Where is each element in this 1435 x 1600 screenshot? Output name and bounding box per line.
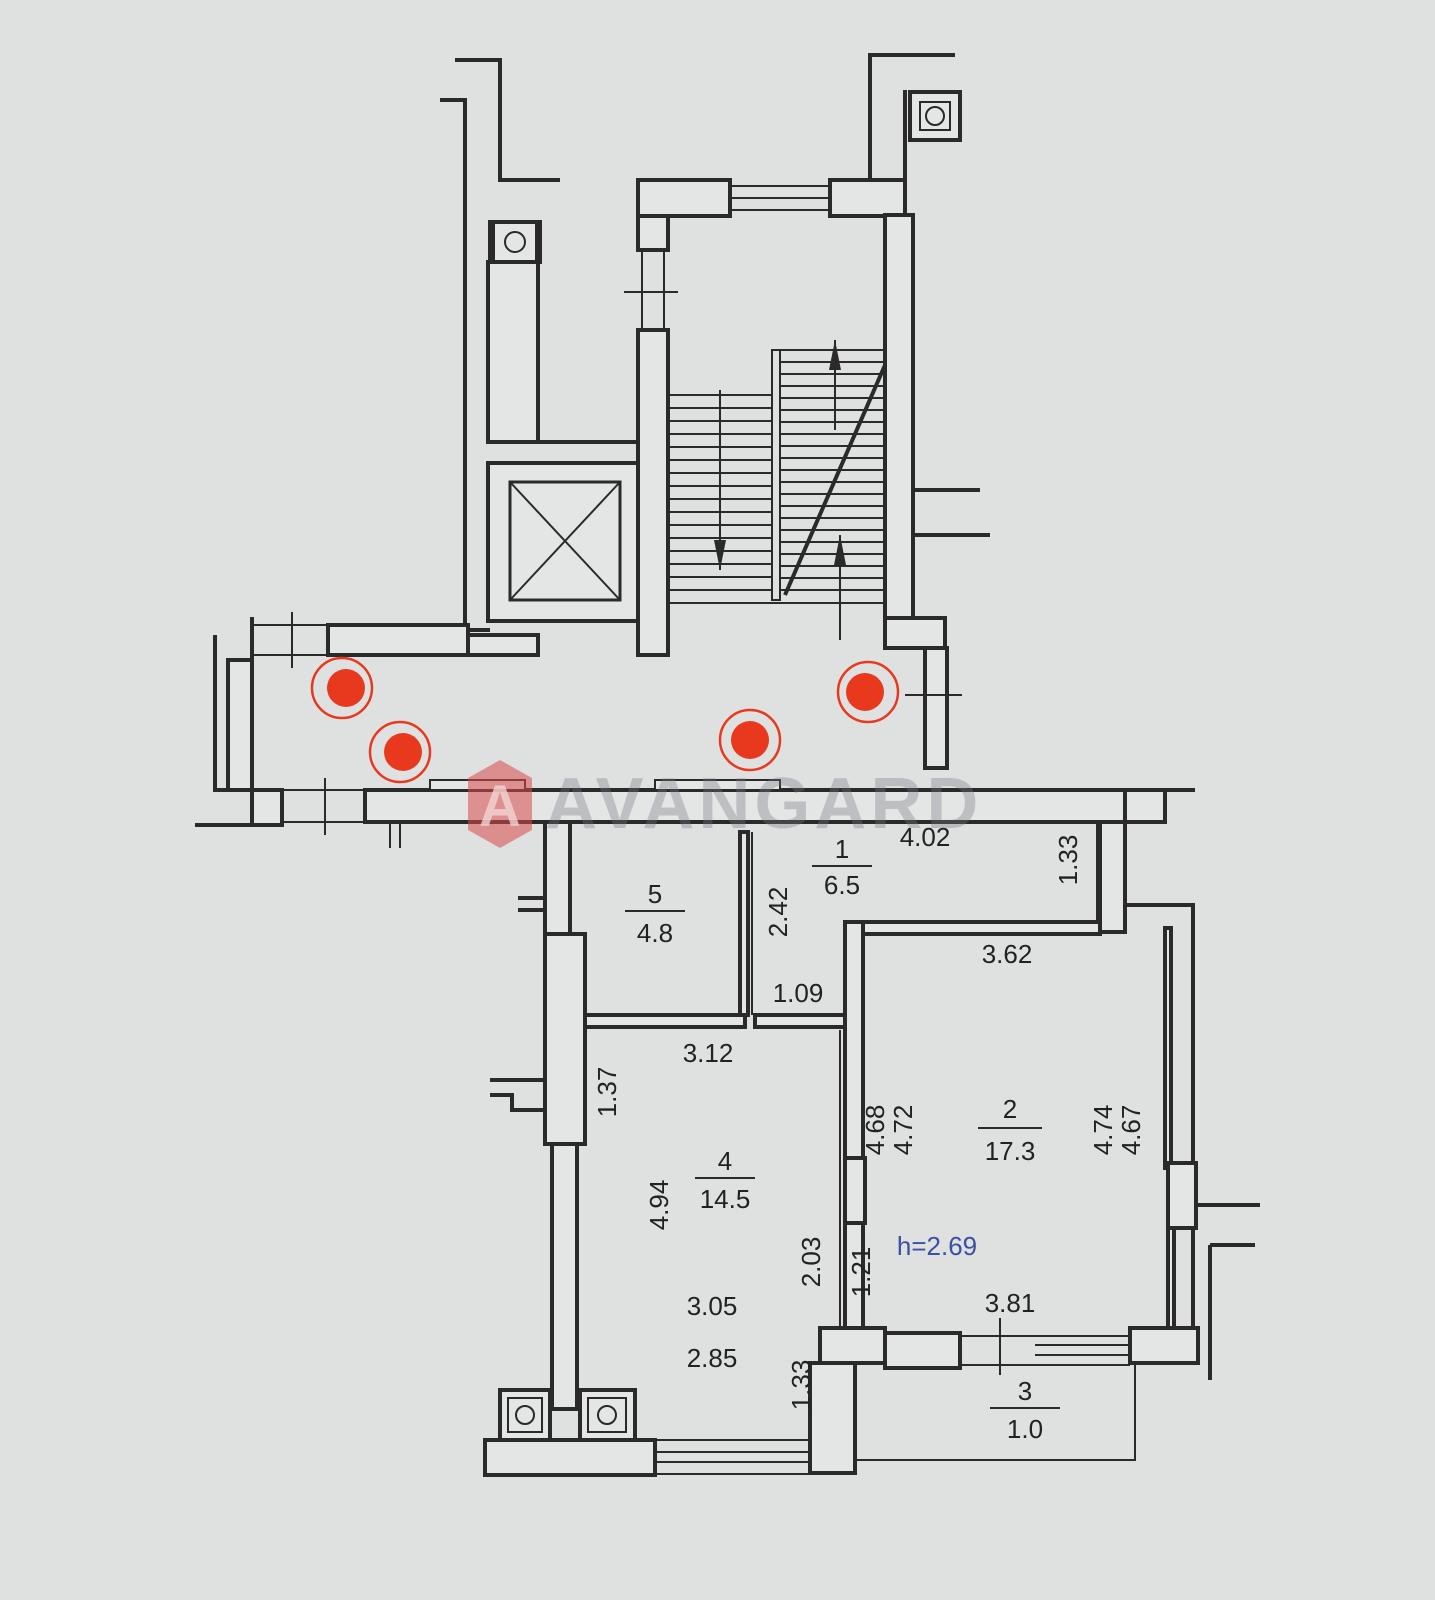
red-markers [310,656,900,784]
dim-1-33-bottom: 1.33 [786,1360,816,1411]
room-5-number: 5 [648,879,662,909]
dim-3-81: 3.81 [985,1288,1036,1318]
dim-2-42: 2.42 [763,887,793,938]
room-4-number: 4 [718,1146,732,1176]
lift-shaft [486,461,642,623]
room-5-label: 5 4.8 [625,879,685,948]
dim-4-72: 4.72 [888,1105,918,1156]
room-2-number: 2 [1003,1094,1017,1124]
dim-1-21: 1.21 [846,1247,876,1298]
watermark-logo-letter: A [479,774,521,839]
ceiling-height: h=2.69 [897,1231,977,1261]
dim-3-12: 3.12 [683,1038,734,1068]
dimension-labels: 4.02 1.33 2.42 1.09 3.62 3.12 1.37 4.68 … [592,822,1146,1410]
marker-1 [310,656,374,720]
dim-4-02: 4.02 [900,822,951,852]
dim-3-62: 3.62 [982,939,1033,969]
apartment-walls [483,790,1260,1477]
room-2-area: 17.3 [985,1136,1036,1166]
marker-3 [718,708,782,772]
watermark-text: AVANGARD [545,764,982,844]
dim-3-05: 3.05 [687,1291,738,1321]
room-2-label: 2 17.3 [978,1094,1042,1166]
room-1-label: 1 6.5 [812,834,872,900]
dim-1-33-top: 1.33 [1053,835,1083,886]
stair-core-walls [440,53,990,770]
dim-1-37: 1.37 [592,1067,622,1118]
room-5-area: 4.8 [637,918,673,948]
room-3-label: 3 1.0 [990,1376,1060,1444]
room-3-number: 3 [1018,1376,1032,1406]
dim-4-94: 4.94 [644,1180,674,1231]
staircase [668,340,887,640]
marker-4 [836,660,900,724]
dim-4-68: 4.68 [860,1105,890,1156]
dim-1-09: 1.09 [773,978,824,1008]
vent-shaft-upper-left [491,220,539,264]
room-3-area: 1.0 [1007,1414,1043,1444]
dim-2-85: 2.85 [687,1343,738,1373]
vent-shaft-upper-right [908,90,962,142]
dim-4-67: 4.67 [1116,1105,1146,1156]
room-labels: 1 6.5 2 17.3 3 1.0 4 14.5 5 4.8 [625,834,1060,1444]
watermark: A AVANGARD [468,760,982,848]
room-1-number: 1 [835,834,849,864]
room-4-label: 4 14.5 [695,1146,755,1214]
dim-2-03: 2.03 [796,1237,826,1288]
room-4-area: 14.5 [700,1184,751,1214]
room-1-area: 6.5 [824,870,860,900]
watermark-logo: A [468,760,532,848]
dim-4-74: 4.74 [1088,1105,1118,1156]
marker-2 [368,720,432,784]
